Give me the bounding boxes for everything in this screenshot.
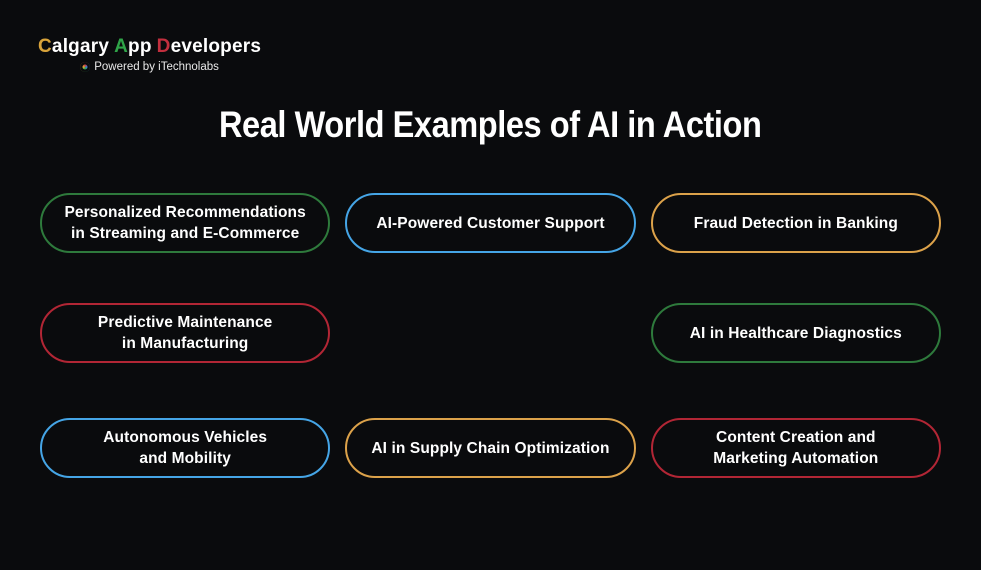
pill-label-line: and Mobility	[139, 450, 231, 467]
grid-row-3: Autonomous Vehicles and Mobility AI in S…	[40, 418, 941, 478]
brand-initial-c: C	[38, 36, 52, 57]
grid-row-1: Personalized Recommendations in Streamin…	[40, 193, 941, 253]
pill-label-line: AI in Supply Chain Optimization	[371, 439, 610, 457]
pill-label-line: Fraud Detection in Banking	[693, 214, 898, 232]
brand-initial-d: D	[156, 36, 171, 57]
pill-label-line: in Manufacturing	[121, 335, 249, 352]
grid-row-2: Predictive Maintenance in Manufacturing …	[40, 303, 941, 363]
brand-initial-a: A	[114, 36, 129, 57]
brand-word-app: App	[114, 36, 152, 57]
brand-word-developers: Developers	[156, 36, 262, 57]
brand-tagline: Powered by iTechnolabs	[38, 61, 261, 73]
pill-personalized-recommendations: Personalized Recommendations in Streamin…	[40, 193, 331, 253]
pill-ai-customer-support: AI-Powered Customer Support	[345, 193, 636, 253]
pill-label-line: Content Creation and	[716, 429, 876, 446]
pill-label-line: Marketing Automation	[713, 450, 879, 467]
pill-supply-chain-optimization: AI in Supply Chain Optimization	[345, 418, 636, 478]
pill-label-line: AI-Powered Customer Support	[376, 214, 605, 232]
pill-label-line: in Streaming and E-Commerce	[70, 225, 300, 242]
pill-predictive-maintenance: Predictive Maintenance in Manufacturing	[40, 303, 331, 363]
pill-autonomous-vehicles: Autonomous Vehicles and Mobility	[40, 418, 331, 478]
pill-label-line: AI in Healthcare Diagnostics	[689, 324, 902, 342]
pill-healthcare-diagnostics: AI in Healthcare Diagnostics	[650, 303, 941, 363]
itechnolabs-lens-icon	[80, 62, 91, 72]
brand-word-calgary: Calgary	[38, 36, 110, 57]
examples-grid: Personalized Recommendations in Streamin…	[40, 193, 941, 478]
pill-label-line: Predictive Maintenance	[97, 314, 273, 331]
brand-tagline-text: Powered by iTechnolabs	[94, 61, 219, 73]
pill-label-line: Autonomous Vehicles	[103, 429, 268, 446]
grid-empty-cell	[345, 303, 635, 363]
page-title: Real World Examples of AI in Action	[219, 104, 762, 145]
pill-fraud-detection-banking: Fraud Detection in Banking	[650, 193, 941, 253]
pill-label-line: Personalized Recommendations	[64, 204, 306, 221]
page-title-wrap: Real World Examples of AI in Action	[0, 104, 981, 146]
pill-content-creation-marketing: Content Creation and Marketing Automatio…	[650, 418, 941, 478]
